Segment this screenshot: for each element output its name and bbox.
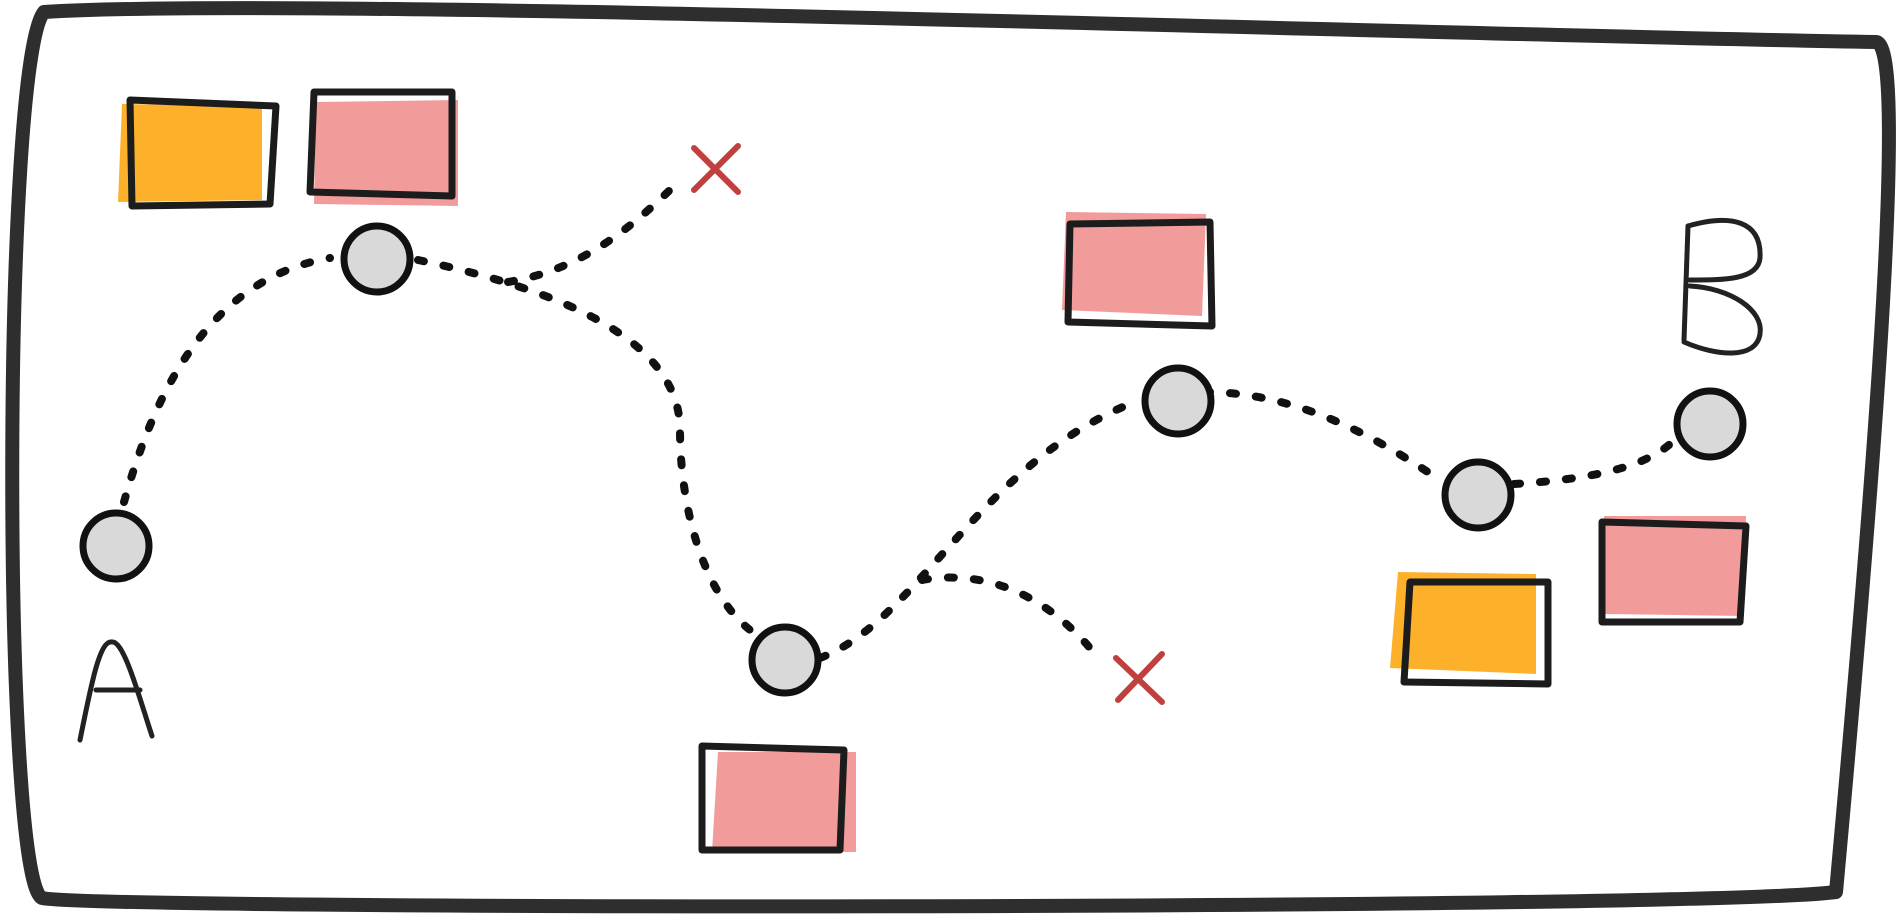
box-orange-bottom-right — [1390, 572, 1552, 688]
label-b-glyph — [1681, 217, 1763, 356]
route-segment-a-to-n1 — [120, 254, 334, 506]
route-segment-n1-to-n2 — [414, 256, 754, 634]
cross-icon — [1113, 651, 1165, 705]
frame-border — [5, 1, 1896, 914]
node-waypoint-2 — [748, 623, 822, 697]
route-segment-n2-to-n3 — [816, 396, 1144, 662]
box-pink-top-center — [1062, 212, 1216, 330]
node-waypoint-1 — [340, 222, 414, 296]
dead-end-branch-top — [504, 176, 684, 286]
node-a — [79, 509, 153, 583]
label-a-glyph — [77, 639, 155, 743]
route-path — [120, 176, 1674, 662]
route-segment-n4-to-b — [1510, 440, 1674, 488]
route-segment-n3-to-n4 — [1200, 388, 1444, 484]
dead-end-branch-bottom — [918, 573, 1094, 652]
node-waypoint-3 — [1141, 364, 1215, 438]
node-waypoint-4 — [1441, 458, 1515, 532]
box-orange-top-left — [118, 96, 280, 210]
node-b — [1673, 387, 1747, 461]
cross-icon — [691, 143, 741, 195]
box-pink-top-left — [306, 88, 458, 206]
box-pink-bottom-center — [698, 742, 856, 854]
box-pink-right — [1598, 516, 1750, 626]
